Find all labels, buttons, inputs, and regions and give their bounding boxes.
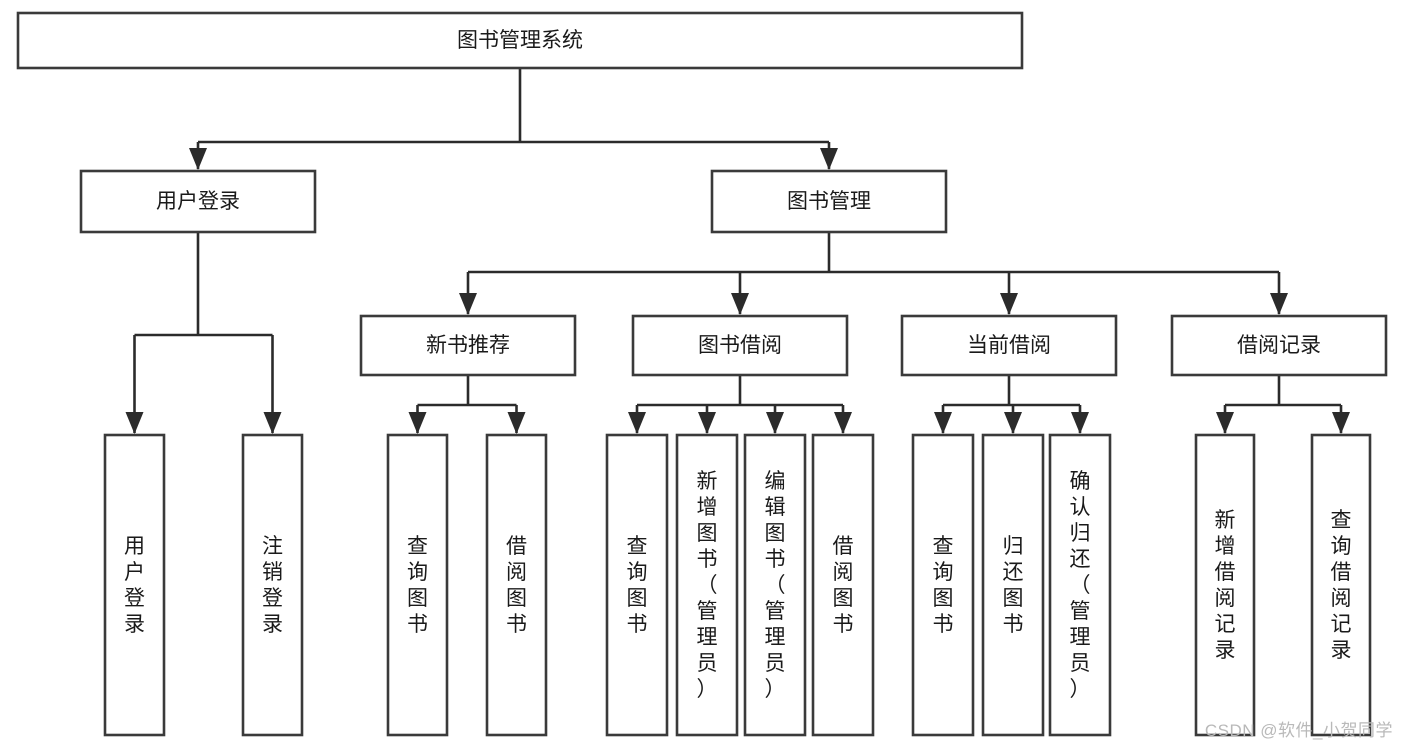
watermark-text: CSDN @软件_小贺同学 bbox=[1204, 721, 1393, 740]
node-label-book-manage: 图书管理 bbox=[787, 190, 871, 213]
ul-to-leaves-arrow-0 bbox=[125, 412, 144, 434]
l3-2-to-leaves-arrow-2 bbox=[1071, 412, 1089, 434]
node-box-bb-edit-book[interactable] bbox=[743, 433, 807, 737]
node-label-cb-return-book: 归还图书 bbox=[1003, 535, 1024, 636]
node-box-book-borrow[interactable] bbox=[631, 314, 849, 377]
node-label-nbr-borrow-book: 借阅图书 bbox=[506, 535, 527, 636]
root-to-l2-arrow-1 bbox=[820, 148, 838, 170]
node-borrow-records[interactable]: 借阅记录 bbox=[1170, 314, 1388, 377]
node-bb-borrow-book[interactable]: 借阅图书 bbox=[811, 433, 875, 737]
bm-to-l3-arrow-2 bbox=[1000, 293, 1018, 315]
node-nbr-borrow-book[interactable]: 借阅图书 bbox=[485, 433, 548, 737]
bm-to-l3-arrow-3 bbox=[1270, 293, 1288, 315]
l3-3-to-leaves-arrow-0 bbox=[1216, 412, 1234, 434]
node-label-book-borrow: 图书借阅 bbox=[698, 334, 782, 357]
ul-to-leaves-arrow-1 bbox=[263, 412, 282, 434]
node-box-bb-borrow-book[interactable] bbox=[811, 433, 875, 737]
root-to-l2-arrow-0 bbox=[189, 148, 207, 170]
node-cb-return-book[interactable]: 归还图书 bbox=[981, 433, 1045, 737]
node-label-user-login: 用户登录 bbox=[156, 190, 240, 213]
node-label-bb-add-book: 新增图书（管理员） bbox=[697, 470, 718, 701]
node-label-bb-edit-book: 编辑图书（管理员） bbox=[765, 470, 786, 701]
l3-1-to-leaves-arrow-3 bbox=[834, 412, 852, 434]
node-label-cb-confirm-return: 确认归还（管理员） bbox=[1070, 470, 1091, 701]
node-box-bb-query-book[interactable] bbox=[605, 433, 669, 737]
node-box-user-logout[interactable] bbox=[241, 433, 304, 737]
node-book-manage[interactable]: 图书管理 bbox=[710, 169, 948, 234]
node-br-query-record[interactable]: 查询借阅记录 bbox=[1310, 433, 1372, 737]
node-box-current-borrow[interactable] bbox=[900, 314, 1118, 377]
node-box-nbr-query-book[interactable] bbox=[386, 433, 449, 737]
node-box-nbr-borrow-book[interactable] bbox=[485, 433, 548, 737]
l3-0-to-leaves-arrow-1 bbox=[507, 412, 526, 434]
bm-to-l3-arrow-0 bbox=[459, 293, 477, 315]
node-bb-add-book[interactable]: 新增图书（管理员） bbox=[675, 433, 739, 737]
bm-to-l3-arrow-1 bbox=[731, 293, 749, 315]
node-current-borrow[interactable]: 当前借阅 bbox=[900, 314, 1118, 377]
node-layer: 图书管理系统用户登录图书管理用户登录注销登录新书推荐图书借阅当前借阅借阅记录查询… bbox=[16, 11, 1388, 737]
node-root[interactable]: 图书管理系统 bbox=[16, 11, 1024, 70]
node-label-br-add-record: 新增借阅记录 bbox=[1215, 509, 1236, 662]
node-box-user-login[interactable] bbox=[79, 169, 317, 234]
node-box-br-add-record[interactable] bbox=[1194, 433, 1256, 737]
node-book-borrow[interactable]: 图书借阅 bbox=[631, 314, 849, 377]
node-user-login-do[interactable]: 用户登录 bbox=[103, 433, 166, 737]
node-box-user-login-do[interactable] bbox=[103, 433, 166, 737]
node-label-user-login-do: 用户登录 bbox=[124, 535, 145, 636]
l3-1-to-leaves-arrow-2 bbox=[766, 412, 784, 434]
node-box-bb-add-book[interactable] bbox=[675, 433, 739, 737]
node-label-cb-query-book: 查询图书 bbox=[933, 535, 954, 636]
node-label-bb-query-book: 查询图书 bbox=[627, 535, 648, 636]
node-label-current-borrow: 当前借阅 bbox=[967, 334, 1051, 357]
node-label-br-query-record: 查询借阅记录 bbox=[1331, 509, 1352, 662]
node-label-root: 图书管理系统 bbox=[457, 29, 583, 52]
node-nbr-query-book[interactable]: 查询图书 bbox=[386, 433, 449, 737]
node-new-book-recommend[interactable]: 新书推荐 bbox=[359, 314, 577, 377]
l3-2-to-leaves-arrow-0 bbox=[934, 412, 952, 434]
node-box-cb-confirm-return[interactable] bbox=[1048, 433, 1112, 737]
l3-0-to-leaves-arrow-0 bbox=[408, 412, 427, 434]
node-box-root[interactable] bbox=[16, 11, 1024, 70]
node-bb-edit-book[interactable]: 编辑图书（管理员） bbox=[743, 433, 807, 737]
node-cb-confirm-return[interactable]: 确认归还（管理员） bbox=[1048, 433, 1112, 737]
node-label-borrow-records: 借阅记录 bbox=[1237, 334, 1321, 357]
node-box-book-manage[interactable] bbox=[710, 169, 948, 234]
node-bb-query-book[interactable]: 查询图书 bbox=[605, 433, 669, 737]
node-user-login[interactable]: 用户登录 bbox=[79, 169, 317, 234]
node-label-nbr-query-book: 查询图书 bbox=[407, 535, 428, 636]
l3-3-to-leaves-arrow-1 bbox=[1332, 412, 1350, 434]
node-box-cb-return-book[interactable] bbox=[981, 433, 1045, 737]
node-box-cb-query-book[interactable] bbox=[911, 433, 975, 737]
l3-1-to-leaves-arrow-1 bbox=[698, 412, 716, 434]
l3-2-to-leaves-arrow-1 bbox=[1004, 412, 1022, 434]
node-br-add-record[interactable]: 新增借阅记录 bbox=[1194, 433, 1256, 737]
connector-layer bbox=[125, 68, 1350, 434]
node-box-new-book-recommend[interactable] bbox=[359, 314, 577, 377]
node-label-user-logout: 注销登录 bbox=[262, 535, 283, 636]
node-label-new-book-recommend: 新书推荐 bbox=[426, 334, 510, 357]
node-user-logout[interactable]: 注销登录 bbox=[241, 433, 304, 737]
node-cb-query-book[interactable]: 查询图书 bbox=[911, 433, 975, 737]
l3-1-to-leaves-arrow-0 bbox=[628, 412, 646, 434]
node-label-bb-borrow-book: 借阅图书 bbox=[833, 535, 854, 636]
node-box-borrow-records[interactable] bbox=[1170, 314, 1388, 377]
node-box-br-query-record[interactable] bbox=[1310, 433, 1372, 737]
